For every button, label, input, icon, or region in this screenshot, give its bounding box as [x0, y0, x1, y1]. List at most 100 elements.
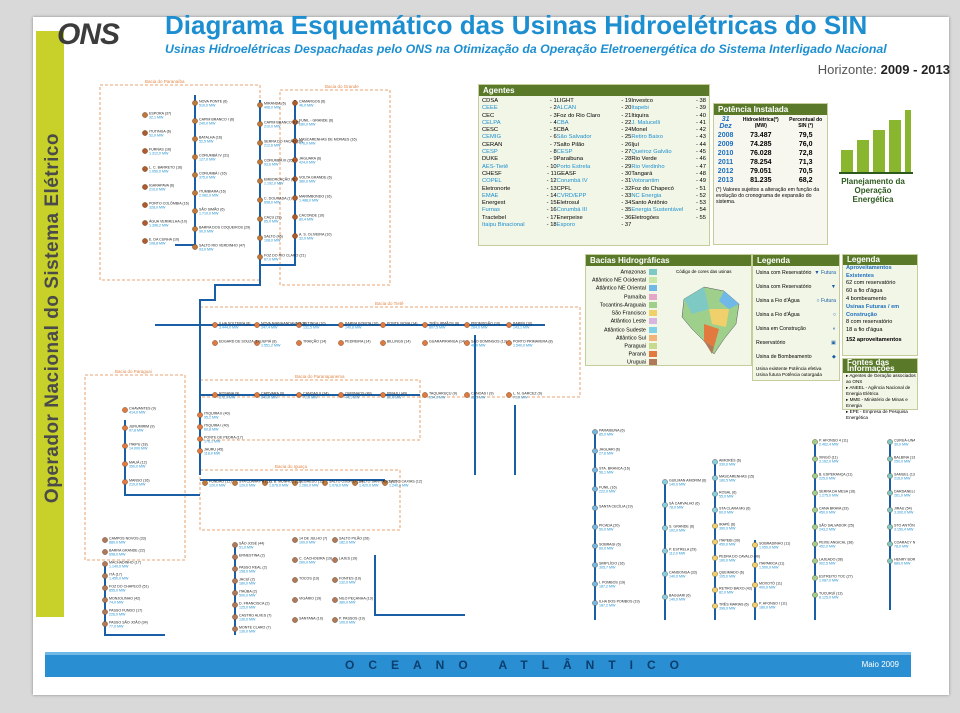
- agente-code: - 38: [696, 98, 707, 104]
- agente-name: Tractebel: [482, 214, 506, 221]
- legenda-item-label: Reservatório: [756, 340, 786, 346]
- plant-name: SANTA CECÍLIA (19): [599, 505, 633, 509]
- agente-code: - 42: [696, 127, 707, 134]
- legenda-symbol-icon: ◆: [832, 354, 836, 360]
- plant-marker: [257, 159, 263, 165]
- planejamento-logo: Planejamento da Operação Energética: [833, 95, 913, 205]
- plant-name: FUNIL (16): [599, 486, 617, 490]
- plant-name: ITIQUIRA II (40): [204, 412, 230, 416]
- potencia-year: 2011: [717, 159, 734, 166]
- plant-capacity: 554,0 MW: [429, 396, 446, 400]
- agente-name: CESC: [482, 127, 499, 134]
- agente-item: Votorantim- 49: [631, 178, 706, 185]
- agente-name: Porto Estrela: [556, 163, 591, 170]
- plant-name: NOVA AVANHANDAVA (10): [261, 322, 305, 326]
- page-subtitle: Usinas Hidroelétricas Despachadas pelo O…: [165, 42, 887, 56]
- plant-name: P. AFONSO 4 (11): [819, 439, 848, 443]
- agente-item: CHESF- 11: [482, 171, 557, 178]
- plant-marker: [422, 392, 428, 398]
- plant-name: FUNDÃO (12): [209, 479, 232, 484]
- plant-capacity: 1.500,0 MW: [759, 566, 779, 570]
- plant-capacity: 180,5 MW: [719, 479, 736, 483]
- plant-marker: [464, 392, 470, 398]
- plant-name: SALTO (46): [264, 235, 283, 239]
- plant-marker: [332, 577, 338, 583]
- plant-capacity: 261,0 MW: [894, 494, 911, 498]
- plant-name: ITÁ (17): [109, 573, 122, 577]
- agente-name: CBA: [556, 119, 569, 126]
- plant-capacity: 330,0 MW: [719, 463, 736, 467]
- plant-name: STA CLARA PR (12): [239, 480, 272, 484]
- plant-marker: [192, 172, 198, 178]
- plant-capacity: 120,0 MW: [209, 484, 226, 488]
- legenda-item: Usina com Reservatório▼ Futura: [753, 266, 839, 280]
- plant-capacity: 112,0 MW: [669, 552, 686, 556]
- agente-item: Rio Verde- 46: [631, 156, 706, 163]
- plant-marker: [296, 322, 302, 328]
- plant-name: CAPIM BRANCO II (6): [264, 121, 300, 125]
- sidebar-bar: [36, 31, 64, 617]
- plant-name: OURINHOS (49): [345, 392, 372, 396]
- legenda-symbol-icon: ▣: [831, 340, 836, 346]
- agente-item: Itiquira- 40: [631, 113, 706, 120]
- plant-name: TRÊS MARIAS (6): [719, 602, 749, 607]
- plant-name: MACHADINHO (17): [109, 561, 141, 565]
- agente-item: DUKE- 9: [482, 156, 557, 163]
- agente-item: CVRD/EPP- 33: [557, 193, 632, 200]
- agente-item: CESP- 8: [482, 149, 557, 156]
- bacia-swatch: [648, 359, 657, 366]
- agente-code: - 16: [546, 207, 557, 214]
- plant-name: BARRA GRANDE (22): [109, 549, 145, 553]
- plant-name: MAUÁ (12): [129, 461, 147, 465]
- potencia-year: 2012: [717, 168, 734, 175]
- plant-marker: [464, 322, 470, 328]
- plant-marker: [464, 340, 470, 346]
- agente-item: Foz do Rio Claro- 21: [557, 113, 632, 120]
- plant-capacity: 424,0 MW: [299, 161, 316, 165]
- plant-capacity: 180,0 MW: [239, 582, 256, 586]
- plant-name: MASCARENHAS DE MORAES (16): [299, 138, 357, 142]
- plant-name: E. DA CUNHA (10): [149, 238, 179, 242]
- plant-name: FONTES (19): [339, 577, 361, 581]
- plant-capacity: 130,0 MW: [239, 618, 256, 622]
- agente-code: - 44: [696, 141, 707, 148]
- plant-capacity: 74,0 MW: [109, 601, 124, 605]
- plant-capacity: 127,0 MW: [199, 158, 216, 162]
- plant-capacity: 1.420,0 MW: [359, 484, 379, 488]
- plant-name: CAMPOS NOVOS (33): [109, 537, 146, 541]
- bacia-item: Atlântico NE Ocidental: [592, 277, 657, 285]
- agente-item: LIGHT- 19: [557, 98, 632, 105]
- agente-item: Retiro Baixo- 43: [631, 134, 706, 141]
- agente-name: CESP: [556, 149, 573, 156]
- agente-item: CEEE- 2: [482, 105, 557, 112]
- plant-name: I. POMBOS (19): [599, 581, 625, 585]
- legenda2-h1: Aproveitamentos Existentes: [846, 264, 892, 279]
- agente-name: EMAE: [482, 192, 499, 199]
- bacia-item: Atlântico Sudeste: [592, 326, 657, 335]
- plant-name: CASTRO ALVES (7): [239, 614, 272, 618]
- bacia-swatch: [648, 293, 657, 300]
- plant-capacity: 902,5 MW: [819, 562, 836, 566]
- plant-capacity: 396,0 MW: [719, 607, 736, 611]
- plant-capacity: 60,8 MW: [204, 428, 219, 432]
- agente-item: EMAE- 14: [482, 193, 557, 200]
- plant-capacity: 225,0 MW: [819, 477, 836, 481]
- agente-name: Investco: [631, 98, 653, 104]
- plant-marker: [332, 557, 338, 563]
- agente-name: Queiroz Galvão: [631, 149, 672, 156]
- plant-marker: [662, 594, 668, 600]
- plant-capacity: 67,0 MW: [264, 258, 279, 262]
- agente-code: - 39: [696, 105, 707, 112]
- plant-marker: [212, 392, 218, 398]
- agente-code: - 19: [621, 98, 632, 104]
- plant-capacity: 1.312,0 MW: [149, 152, 169, 156]
- plant-capacity: 105,0 MW: [719, 575, 736, 579]
- plant-name: STA CLARA MG (6): [719, 507, 751, 511]
- agente-name: São Salvador: [556, 134, 592, 141]
- plant-marker: [592, 467, 598, 473]
- plant-name: MARIMBONDO (16): [299, 195, 332, 199]
